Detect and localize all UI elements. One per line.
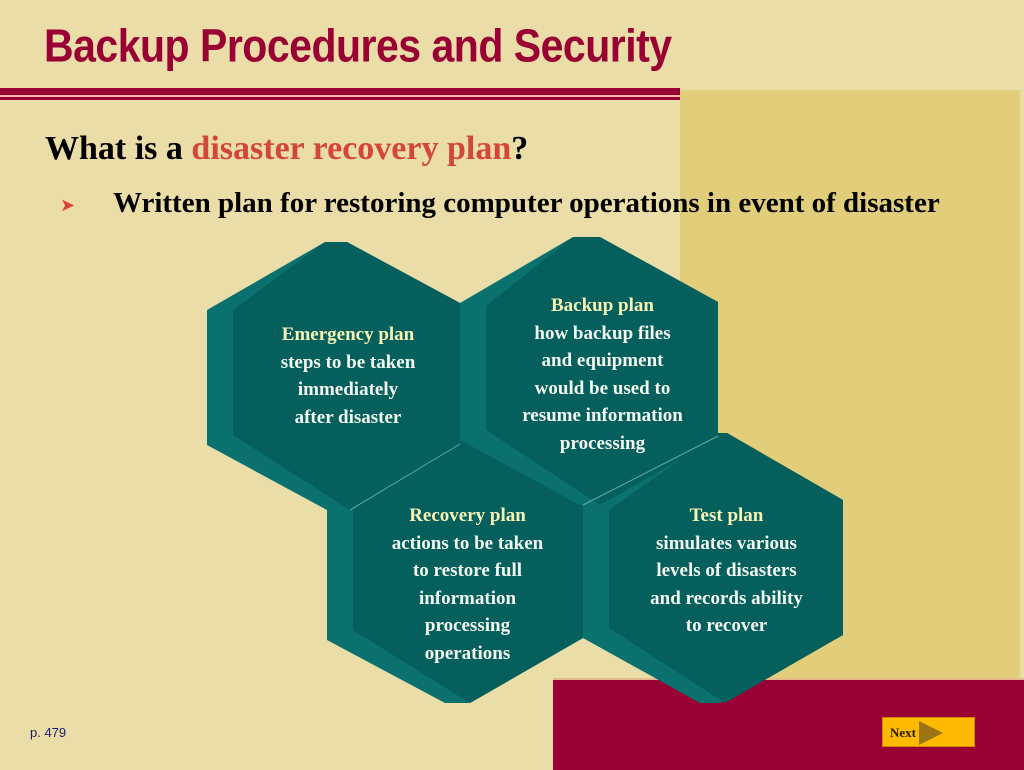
question-heading: What is a disaster recovery plan? <box>45 130 528 168</box>
plan-title: Emergency plan <box>281 324 415 345</box>
plan-title: Recovery plan <box>409 505 526 526</box>
bullet-text: Written plan for restoring computer oper… <box>113 187 940 219</box>
backup-plan-text: Backup plan how backup files and equipme… <box>500 292 705 457</box>
next-button[interactable]: Next <box>882 717 975 747</box>
play-arrow-icon <box>919 721 943 745</box>
next-button-label: Next <box>890 725 916 740</box>
plan-description: simulates various levels of disasters an… <box>650 532 803 637</box>
question-suffix: ? <box>511 130 529 167</box>
hexagon-recovery-plan <box>327 437 583 703</box>
title-divider-gap <box>0 95 680 97</box>
slide-title: Backup Procedures and Security <box>44 20 672 72</box>
plan-title: Backup plan <box>551 295 654 316</box>
plan-description: steps to be taken immediately after disa… <box>280 351 416 428</box>
hexagon-emergency-plan <box>207 242 461 511</box>
hexagon-backup-plan <box>460 237 719 506</box>
recovery-plan-text: Recovery plan actions to be taken to res… <box>365 502 570 667</box>
plan-description: how backup files and equipment would be … <box>522 322 683 454</box>
arrowhead-bullet-icon: ➤ <box>60 195 76 216</box>
title-divider-thin <box>0 97 680 100</box>
plan-description: actions to be taken to restore full info… <box>391 532 544 664</box>
emergency-plan-text: Emergency plan steps to be taken immedia… <box>248 321 448 431</box>
test-plan-text: Test plan simulates various levels of di… <box>624 502 829 640</box>
question-highlight: disaster recovery plan <box>191 130 512 167</box>
plan-title: Test plan <box>689 505 764 526</box>
title-divider-thick <box>0 88 680 95</box>
question-prefix: What is a <box>45 130 192 167</box>
hexagon-test-plan <box>583 433 843 703</box>
page-reference: p. 479 <box>30 725 67 740</box>
